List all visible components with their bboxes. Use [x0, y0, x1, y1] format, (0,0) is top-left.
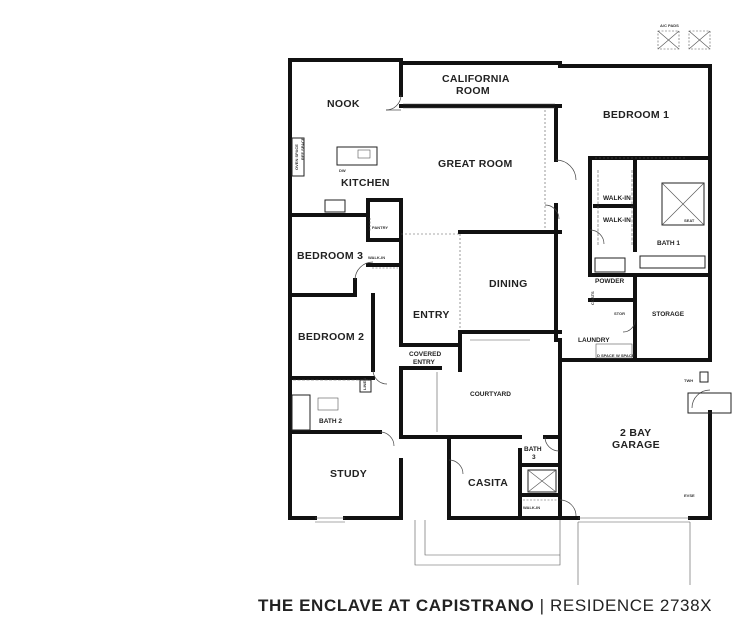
courtyard-label: COURTYARD [470, 391, 511, 398]
coats-label: COATS [590, 291, 595, 305]
door-swings [354, 94, 732, 517]
closet-shelves [293, 170, 633, 501]
interior-walls [288, 61, 712, 520]
caption-separator: | [539, 596, 545, 615]
california-room-label-2: ROOM [456, 85, 490, 97]
exterior-walls [288, 58, 712, 520]
walk-in-bed3-label: WALK-IN [368, 255, 385, 260]
room-labels: CALIFORNIA ROOM NOOK KITCHEN GREAT ROOM … [297, 73, 695, 510]
w-space-label: W SPACE [616, 353, 635, 358]
laundry-label: LAUNDRY [578, 337, 610, 344]
ref-space-label: REF SPACE [300, 137, 305, 160]
glazing [315, 103, 690, 523]
covered-entry-label-1: COVERED [409, 351, 441, 358]
powder-label: POWDER [595, 278, 625, 285]
seat-label: SEAT [684, 218, 695, 223]
bedroom-3-label: BEDROOM 3 [297, 250, 363, 262]
kitchen-label: KITCHEN [341, 177, 390, 189]
california-room-label-1: CALIFORNIA [442, 73, 510, 85]
garage-label-2: GARAGE [612, 439, 660, 451]
twh-label: TWH [684, 378, 693, 383]
great-room-label: GREAT ROOM [438, 158, 513, 170]
bedroom-1-label: BEDROOM 1 [603, 109, 669, 121]
oven-space-label: OVEN SPACE [294, 144, 299, 170]
evse-label: EVSE [684, 493, 695, 498]
linen-label: LINEN [362, 378, 367, 390]
bath-2-label: BATH 2 [319, 418, 342, 425]
dining-label: DINING [489, 278, 528, 290]
plan-caption: THE ENCLAVE AT CAPISTRANO | RESIDENCE 27… [258, 596, 712, 616]
walk-in-b-label: WALK-IN [603, 217, 631, 224]
ac-pads-label: A/C PADS [660, 23, 679, 28]
walkways [414, 520, 691, 585]
bath-3-label-1: BATH [524, 446, 542, 453]
dw-label: DW [339, 168, 346, 173]
kitchen-fixtures: DW OVEN SPACE REF SPACE [291, 137, 378, 213]
walk-in-a-label: WALK-IN [603, 195, 631, 202]
garage-label-1: 2 BAY [620, 427, 651, 439]
ac-pads: A/C PADS [657, 23, 711, 50]
entry-label: ENTRY [413, 309, 450, 321]
bath-1-label: BATH 1 [657, 240, 680, 247]
community-name: THE ENCLAVE AT CAPISTRANO [258, 596, 535, 615]
covered-entry-label-2: ENTRY [413, 359, 435, 366]
stor-label: STOR [614, 311, 625, 316]
residence-name: RESIDENCE 2738X [550, 596, 713, 615]
bath-3-label-2: 3 [532, 454, 536, 461]
bedroom-2-label: BEDROOM 2 [298, 331, 364, 343]
casita-label: CASITA [468, 477, 508, 489]
walk-in-casita-label: WALK-IN [523, 505, 540, 510]
nook-label: NOOK [327, 98, 360, 110]
study-label: STUDY [330, 468, 367, 480]
pantry-label: PANTRY [372, 225, 388, 230]
d-space-label: D SPACE [597, 353, 615, 358]
storage-label: STORAGE [652, 311, 685, 318]
